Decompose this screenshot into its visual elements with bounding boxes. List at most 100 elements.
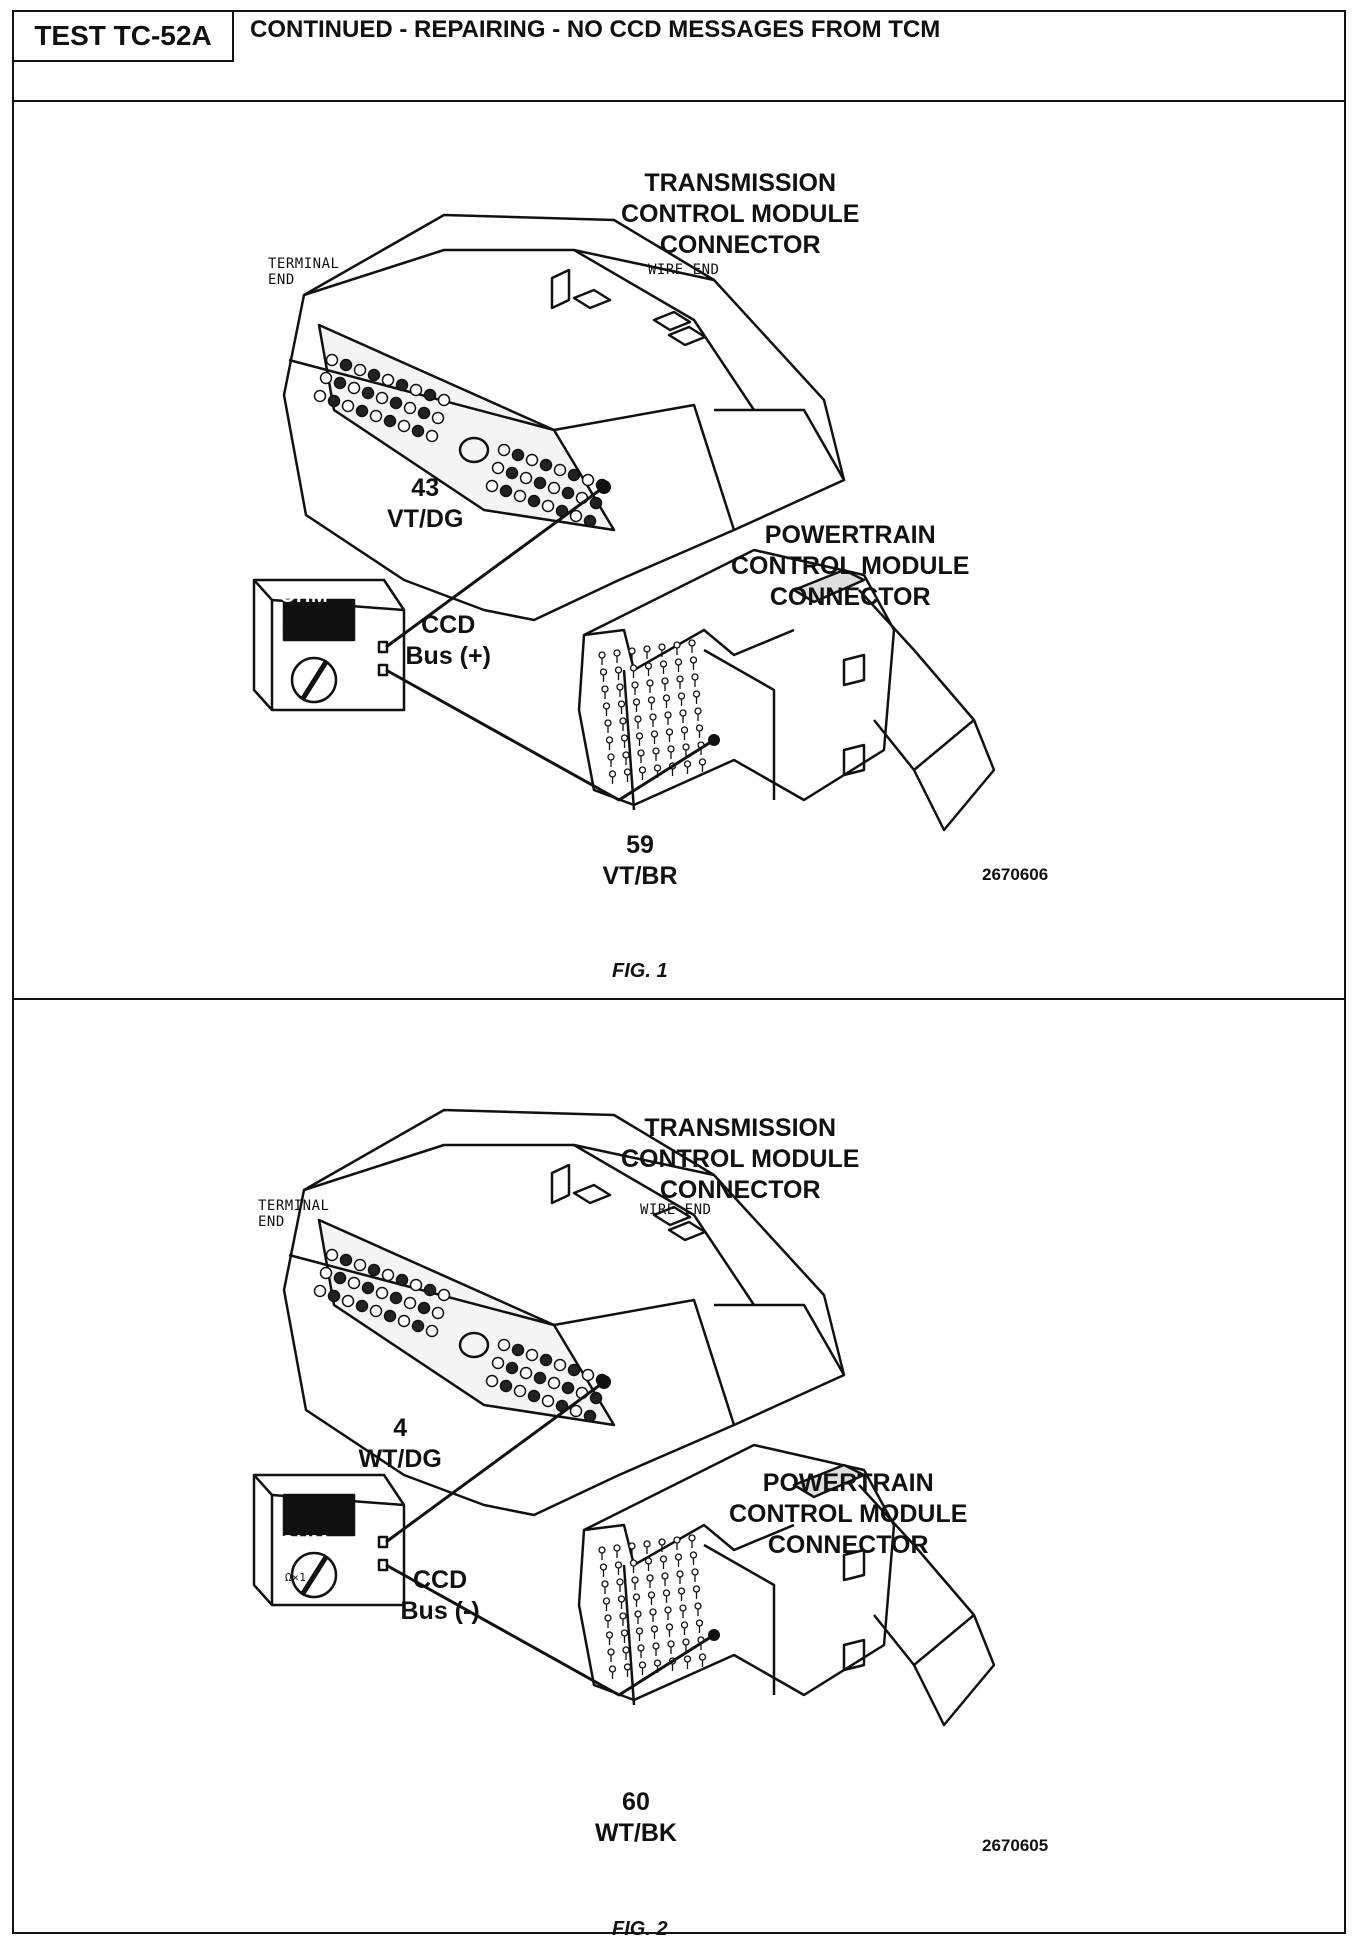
part-number: 2670605 — [982, 1836, 1049, 1855]
tcm-pin — [361, 1281, 375, 1295]
probe-tip-icon — [708, 1629, 720, 1641]
pcm-pin — [682, 1638, 690, 1652]
tcm-pin — [569, 509, 583, 523]
pcm-pin — [619, 1612, 627, 1626]
pcm-pin — [674, 658, 683, 672]
range-dial-icon — [290, 656, 338, 704]
tcm-pin — [499, 484, 513, 498]
pcm-pin — [605, 1631, 614, 1645]
pcm-pin — [632, 1593, 641, 1607]
meter-range-label: Ω×1 — [285, 1571, 307, 1584]
tcm-pin — [561, 1381, 575, 1395]
tcm-pin — [425, 1324, 439, 1338]
tcm-pin — [499, 1379, 513, 1393]
terminal-end-label: TERMINAL END — [258, 1198, 330, 1230]
tcm-pin — [511, 448, 525, 462]
meter-range-label: Ω×1 — [285, 623, 307, 636]
meter-display: OHM — [280, 585, 329, 607]
pcm-pin — [679, 1604, 687, 1618]
pcm-pin — [647, 696, 656, 710]
pcm-pin — [695, 724, 704, 738]
pcm-pin — [652, 1642, 660, 1656]
pcm-pin — [644, 1557, 653, 1571]
tcm-pin — [355, 1299, 369, 1313]
pcm-pin — [680, 726, 689, 740]
pcm-pin — [622, 751, 630, 765]
pcm-pin — [659, 660, 668, 674]
pcm-pin — [608, 1665, 617, 1679]
tcm-pin — [561, 486, 575, 500]
tcm-pin — [381, 373, 395, 387]
tcm-pin — [491, 461, 505, 475]
meter-screen — [282, 598, 356, 642]
pcm-pin — [661, 1572, 669, 1586]
tcm-pin — [313, 389, 327, 403]
wire-end-label: WIRE END — [648, 262, 720, 278]
test-id-box: TEST TC-52A — [12, 10, 234, 62]
terminal-end-label: TERMINAL END — [268, 256, 340, 288]
tcm-pin — [497, 1338, 511, 1352]
tcm-pin — [411, 1319, 425, 1333]
pcm-pin — [664, 711, 672, 725]
pcm-pin — [637, 1644, 645, 1658]
pcm-pin — [614, 1561, 623, 1575]
pcm-pin — [617, 700, 626, 714]
pcm-pin — [599, 1563, 608, 1577]
pcm-pin — [661, 677, 669, 691]
ccd-bus-label: CCD Bus (+) — [405, 611, 491, 670]
pcm-pin — [650, 730, 659, 744]
tcm-pin — [511, 1343, 525, 1357]
tcm-pin — [333, 376, 347, 390]
tcm-pin — [327, 394, 341, 408]
pcm-pin — [604, 719, 612, 733]
pcm-pin — [601, 685, 609, 699]
pcm-connector — [577, 1443, 996, 1727]
tcm-pin — [505, 1361, 519, 1375]
pcm-pin — [677, 692, 686, 706]
pcm-pins — [598, 1534, 707, 1679]
pcm-pin — [644, 662, 653, 676]
pcm-pin — [620, 734, 629, 748]
pcm-pin — [616, 683, 624, 697]
pcm-connector-label: POWERTRAIN CONTROL MODULE CONNECTOR — [731, 521, 970, 611]
test-lead-negative — [385, 1563, 715, 1697]
pcm-pin — [689, 656, 698, 670]
tcm-pin — [403, 1296, 417, 1310]
tcm-pin — [313, 1284, 327, 1298]
pcm-pin — [613, 649, 621, 663]
pcm-pin — [649, 1608, 657, 1622]
pcm-pin — [658, 643, 666, 657]
pcm-pin — [643, 1540, 651, 1554]
pcm-pin — [634, 715, 642, 729]
tcm-pin — [319, 371, 333, 385]
tcm-pin — [497, 443, 511, 457]
tcm-pins — [313, 1248, 609, 1423]
pcm-pins — [598, 639, 707, 784]
pcm-pin — [617, 1595, 626, 1609]
pcm-pin — [647, 1591, 656, 1605]
tcm-pin — [325, 353, 339, 367]
tcm-pin-label: 4 WT/DG — [358, 1414, 442, 1473]
pcm-pin — [598, 651, 606, 665]
pcm-pin — [680, 1621, 689, 1635]
tcm-pin — [485, 1374, 499, 1388]
tcm-pin — [395, 1273, 409, 1287]
pcm-pin — [613, 1544, 621, 1558]
test-lead-positive — [385, 485, 605, 649]
pcm-pin — [620, 1629, 629, 1643]
tcm-pin — [367, 1263, 381, 1277]
pcm-pin — [637, 749, 645, 763]
pcm-pin — [691, 673, 699, 687]
tcm-pin — [513, 1384, 527, 1398]
pcm-pin — [631, 1576, 639, 1590]
pcm-pin — [665, 728, 674, 742]
tcm-pin — [553, 463, 567, 477]
pcm-pin — [692, 1585, 701, 1599]
tcm-pin — [325, 1248, 339, 1262]
pcm-pin — [691, 1568, 699, 1582]
ohmmeter — [252, 578, 406, 712]
pcm-pin — [694, 1602, 702, 1616]
pcm-pin — [616, 1578, 624, 1592]
tcm-pin — [491, 1356, 505, 1370]
figure-caption: FIG. 2 — [612, 1918, 668, 1940]
